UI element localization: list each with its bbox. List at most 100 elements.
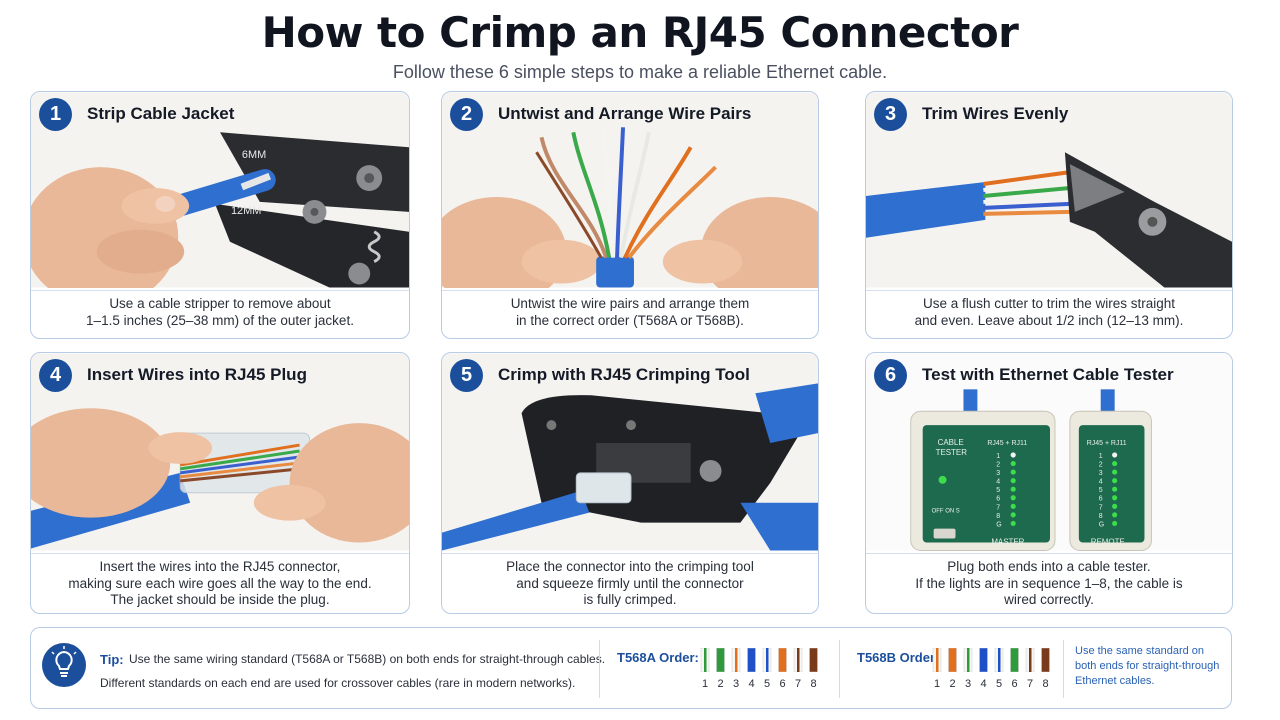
t568a-wire-colors [700,648,818,672]
step-1-number: 1 [39,98,72,131]
tester-led [1010,495,1016,501]
wire-stripe-blue [998,648,1001,672]
step-5-description: Place the connector into the crimping to… [442,553,818,613]
remote-label: REMOTE [1091,537,1125,546]
tester-led [1112,520,1118,526]
wire-pin-number: 1 [701,678,709,690]
tester-pin-label: 3 [1099,470,1103,477]
tester-led [1010,520,1016,526]
wire-pin-number: 4 [980,678,987,690]
wire-pin-number: 3 [964,678,972,690]
wire-stripe-brown [797,648,800,672]
master-port-label: RJ45 + RJ11 [987,440,1027,447]
insert-wires-photo [31,353,409,551]
step-4-description: Insert the wires into the RJ45 connector… [31,553,409,613]
tester-led [1112,495,1118,501]
tester-led [1112,469,1118,475]
wire-swatch-green [1010,648,1019,672]
tester-pin-label: 5 [1099,487,1103,494]
page-title: How to Crimp an RJ45 Connector [261,8,1019,57]
tester-pin-label: 3 [996,470,1000,477]
step-3-number: 3 [874,98,907,131]
wire-swatch-brown [809,648,818,672]
tester-pin-label: 4 [996,479,1000,486]
tester-pin-label: G [996,521,1001,528]
step-card-1: 6MM 12MM 1 Strip Cable Jacket Use a cabl… [30,91,410,339]
t568a-label: T568A Order: [617,650,699,665]
tester-led [1010,469,1016,475]
step-5-number: 5 [450,359,483,392]
wire-pin-number: 7 [1026,678,1034,690]
tester-pin-label: 6 [996,496,1000,503]
wire-pin-number: 2 [717,678,724,690]
wire-stripe-orange [936,648,939,672]
tester-led [1010,503,1016,509]
crimp-tool-photo [442,353,818,551]
step-6-title: Test with Ethernet Cable Tester [922,365,1174,384]
step-1-title: Strip Cable Jacket [87,104,235,123]
tester-led [1010,486,1016,492]
step-card-6: CABLE TESTER RJ45 + RJ11 OFF ON S MASTER… [865,352,1233,614]
tip-label: Tip: [100,652,124,667]
tester-led [1010,478,1016,484]
tester-pin-label: 2 [996,462,1000,469]
tester-pin-label: G [1099,521,1104,528]
stripper-6mm-label: 6MM [242,149,266,161]
wire-pin-number: 3 [732,678,740,690]
step-6-description: Plug both ends into a cable tester.If th… [866,553,1232,613]
tester-pin-label: 5 [996,487,1000,494]
wire-pin-number: 1 [933,678,941,690]
wire-stripe-green [704,648,707,672]
wire-pin-number: 2 [949,678,956,690]
step-card-5: 5 Crimp with RJ45 Crimping Tool Place th… [441,352,819,614]
step-2-number: 2 [450,98,483,131]
wire-pin-number: 5 [763,678,771,690]
step-card-4: 4 Insert Wires into RJ45 Plug Insert the… [30,352,410,614]
page-subtitle: Follow these 6 simple steps to make a re… [392,62,888,82]
wire-stripe-orange [735,648,738,672]
tester-pin-label: 1 [1099,453,1103,460]
wire-pin-number: 7 [794,678,802,690]
wire-swatch-orange [948,648,957,672]
step-5-title: Crimp with RJ45 Crimping Tool [498,365,750,384]
wire-pin-number: 8 [810,678,817,690]
tip-text-line-1: Use the same wiring standard (T568A or T… [129,652,606,666]
wire-swatch-blue [747,648,756,672]
tip-text-line-2: Different standards on each end are used… [100,676,576,690]
tester-led [1112,512,1118,518]
step-3-title: Trim Wires Evenly [922,104,1069,123]
wire-swatch-green [716,648,725,672]
lightbulb-icon [42,643,86,687]
tester-led [1010,452,1016,458]
master-switch-label: OFF ON S [932,509,960,515]
tester-pin-label: 7 [996,504,1000,511]
step-3-description: Use a flush cutter to trim the wires str… [866,290,1232,338]
tester-pin-label: 4 [1099,479,1103,486]
wire-pin-number: 4 [748,678,755,690]
wire-pin-number: 8 [1042,678,1049,690]
tester-pin-label: 1 [996,453,1000,460]
tester-pin-label: 8 [996,513,1000,520]
tester-pin-label: 6 [1099,496,1103,503]
cable-tester-photo: CABLE TESTER RJ45 + RJ11 OFF ON S MASTER… [866,353,1232,551]
wire-swatch-orange [778,648,787,672]
tester-pin-label: 2 [1099,462,1103,469]
wire-pin-number: 6 [779,678,786,690]
tester-led [1112,452,1118,458]
tester-led [1112,460,1118,467]
wire-stripe-blue [766,648,769,672]
wire-swatch-blue [979,648,988,672]
arrange-wires-photo [442,92,818,288]
tester-led [1112,478,1118,484]
strip-jacket-photo: 6MM 12MM [31,92,409,288]
t568b-wire-colors [932,648,1050,672]
tester-led [1010,460,1016,467]
master-cable-label: CABLE [938,438,964,447]
tester-pin-label: 8 [1099,513,1103,520]
step-4-number: 4 [39,359,72,392]
wire-pin-number: 5 [995,678,1003,690]
